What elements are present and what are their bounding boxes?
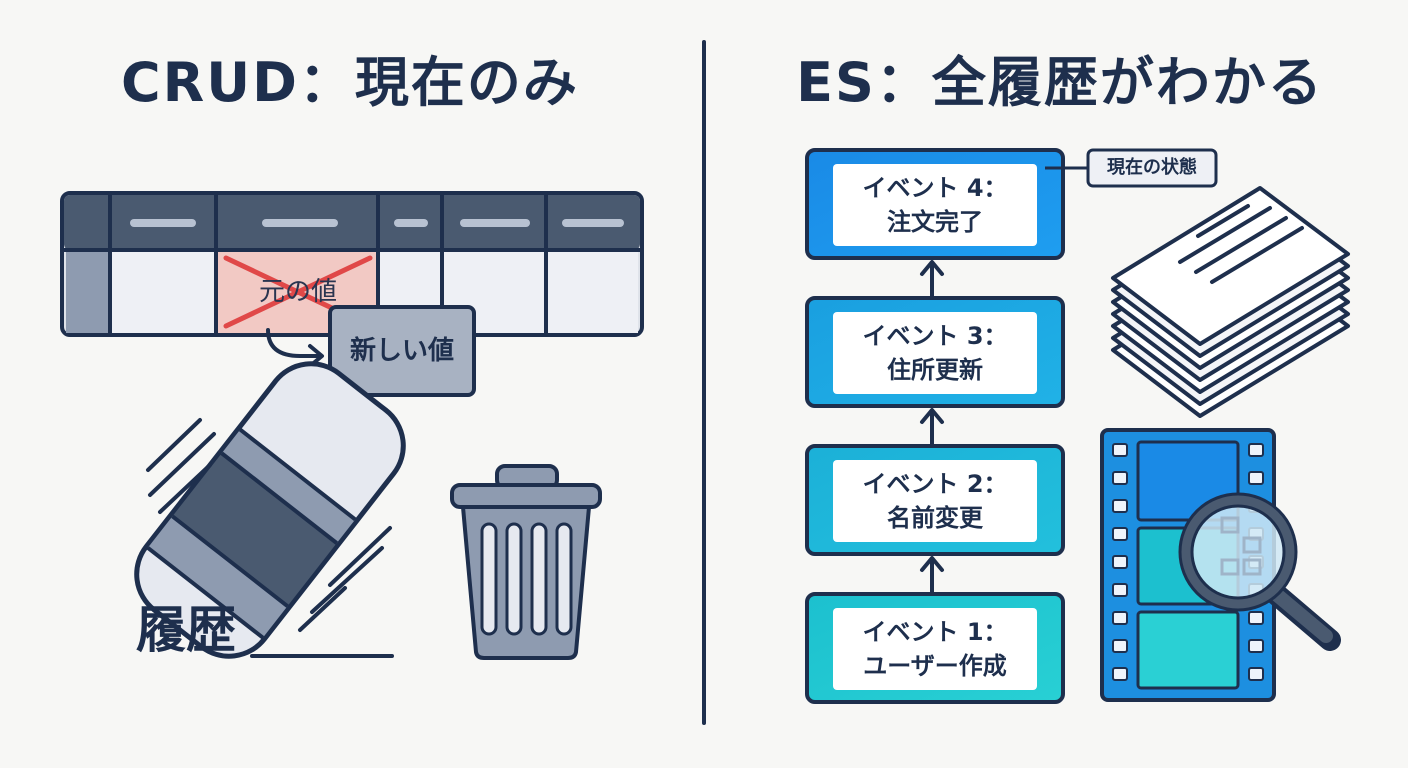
eraser-icon [134,361,406,659]
event-4-name: 注文完了 [887,208,983,236]
current-state-tag-box [1086,148,1218,188]
event-box-2 [805,444,1065,556]
event-3-title: イベント 3： [862,322,1008,350]
event-2-title: イベント 2： [862,470,1008,498]
new-value-label: 新しい値 [349,336,454,366]
new-value-box [328,305,476,397]
magnifier-icon [1178,492,1341,651]
motion-lines [146,418,392,632]
event-3-name: 住所更新 [887,356,983,384]
event-box-1 [805,592,1065,704]
trash-can-icon [450,464,602,660]
event-box-3 [805,296,1065,408]
old-value-label: 元の値 [258,277,337,307]
table-header-row [64,195,640,250]
document-stack-icon [1111,186,1350,418]
event-2-name: 名前変更 [887,504,983,532]
event-box-4 [805,148,1065,260]
event-4-title: イベント 4： [862,174,1008,202]
current-state-tag: 現在の状態 [1107,157,1197,178]
event-1-title: イベント 1： [862,618,1008,646]
center-divider [702,40,706,725]
history-label: 履歴 [136,601,236,659]
arrow-up-icon [920,260,944,594]
es-title: ES：全履歴がわかる [796,51,1324,114]
event-1-name: ユーザー作成 [863,652,1007,680]
crud-title: CRUD：現在のみ [121,51,579,114]
